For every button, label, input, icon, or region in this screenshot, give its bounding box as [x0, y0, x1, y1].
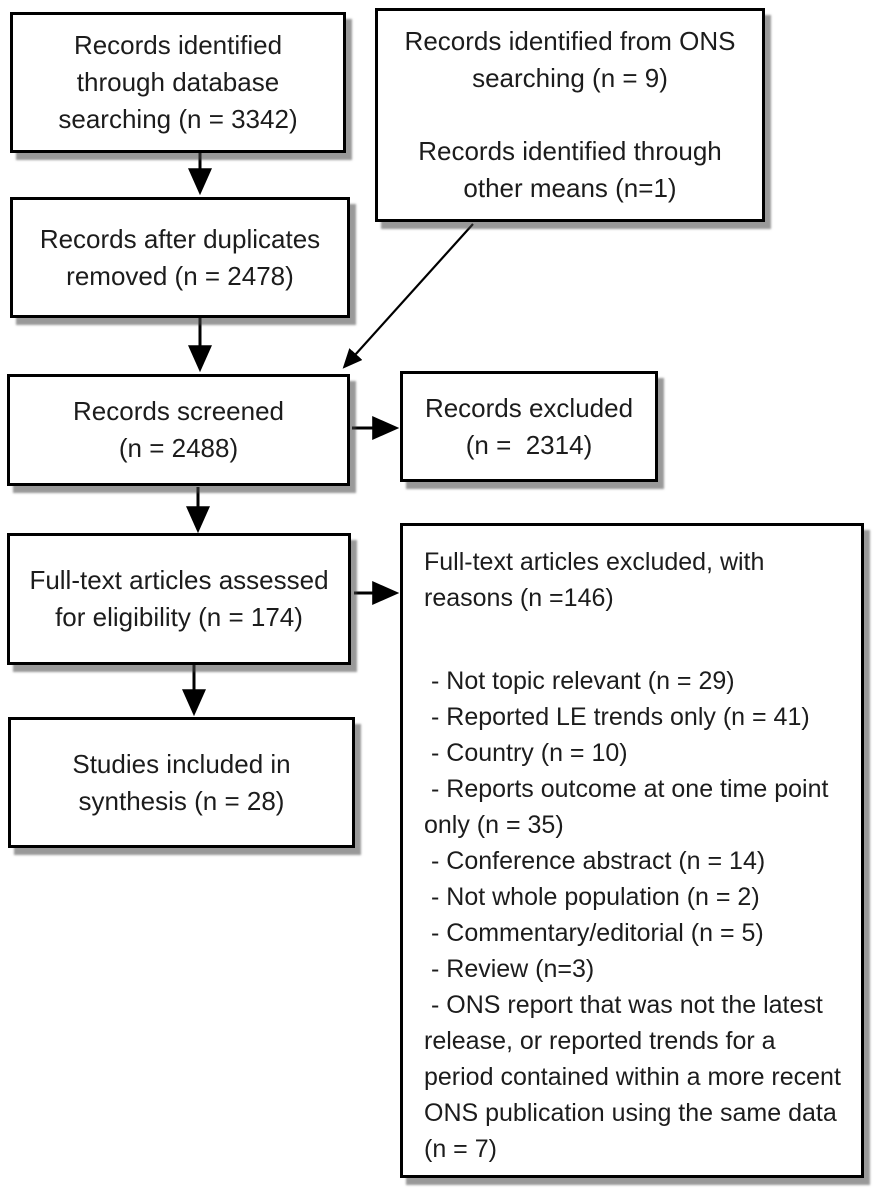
box-text-line: through database — [76, 67, 280, 97]
box-text-line: Records screened — [73, 396, 284, 426]
exclusion-reason: - ONS report that was not the latest rel… — [424, 991, 841, 1163]
box-studies-included: Studies included in synthesis (n = 28) — [8, 717, 355, 848]
exclusion-reason: - Commentary/editorial (n = 5) — [431, 919, 764, 947]
box-text-line: reasons (n =146) — [424, 584, 614, 612]
box-text-line: removed (n = 2478) — [66, 260, 294, 291]
box-records-screened: Records screened (n = 2488) — [7, 374, 350, 486]
exclusion-reason: - Conference abstract (n = 14) — [431, 847, 766, 875]
box-fulltext-excluded: Full-text articles excluded, with reason… — [400, 523, 864, 1178]
box-text-line: Records after duplicates — [39, 223, 321, 254]
exclusion-reason: - Not topic relevant (n = 29) — [431, 667, 735, 695]
exclusion-reasons-title: Full-text articles excluded, with reason… — [424, 544, 843, 616]
exclusion-reason: - Not whole population (n = 2) — [431, 883, 760, 911]
box-text-line: (n = 2488) — [118, 433, 239, 463]
box-text-line: Full-text articles excluded, with — [424, 548, 765, 576]
box-text-line: synthesis (n = 28) — [78, 785, 285, 816]
box-text-line: Records identified through — [418, 136, 722, 166]
box-fulltext-assessed: Full-text articles assessed for eligibil… — [7, 533, 351, 665]
other-means-paragraph: Records identified through other means (… — [418, 133, 722, 207]
box-records-identified-database: Records identified through database sear… — [10, 12, 346, 153]
exclusion-reason: - Country (n = 10) — [431, 739, 628, 767]
box-text-line: searching (n = 3342) — [58, 104, 298, 134]
exclusion-reason: - Review (n=3) — [431, 955, 595, 983]
box-duplicates-removed: Records after duplicates removed (n = 24… — [10, 197, 350, 318]
box-text-line: Records identified — [73, 30, 283, 60]
box-text-line: Records identified from ONS — [404, 26, 736, 56]
box-text-line: Records excluded — [424, 392, 634, 423]
box-text-line: Studies included in — [72, 748, 291, 779]
box-text-line: searching (n = 9) — [472, 63, 668, 93]
exclusion-reason: - Reports outcome at one time point only… — [424, 775, 829, 839]
ons-searching-paragraph: Records identified from ONS searching (n… — [405, 23, 736, 97]
box-records-identified-ons: Records identified from ONS searching (n… — [375, 8, 765, 222]
exclusion-reason: - Reported LE trends only (n = 41) — [431, 703, 810, 731]
exclusion-reason-list: - Not topic relevant (n = 29) - Reported… — [424, 663, 843, 1167]
box-text-line: other means (n=1) — [463, 173, 677, 203]
box-text-line: Full-text articles assessed — [29, 565, 329, 595]
arrow-diagonal-icon — [342, 223, 474, 369]
box-text-line: for eligibility (n = 174) — [55, 602, 303, 632]
box-text-line: (n = 2314) — [465, 429, 593, 460]
box-records-excluded: Records excluded (n = 2314) — [400, 371, 658, 482]
